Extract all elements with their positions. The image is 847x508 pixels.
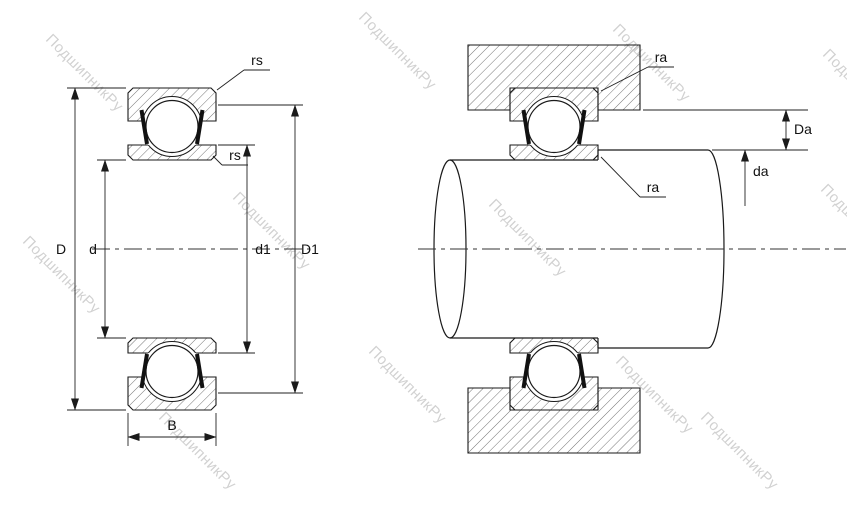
shield-icon: [521, 109, 531, 145]
shield-icon: [139, 109, 149, 145]
watermark: ПодшипникРу: [697, 409, 781, 493]
watermark: ПодшипникРу: [229, 189, 313, 273]
dimension-label-d: d: [89, 241, 97, 257]
watermark: ПодшипникРу: [355, 9, 439, 93]
dimension-label-da: da: [753, 163, 769, 179]
dimension-d: d: [89, 159, 126, 339]
shield-icon: [577, 109, 587, 145]
watermark: ПодшипникРу: [485, 196, 569, 280]
dimension-label-Da: Da: [794, 121, 812, 137]
left-view-bearing-section: D d d1 D1 B: [56, 52, 319, 446]
ball-top: [527, 99, 581, 154]
dimension-label-ra-shaft: ra: [647, 179, 660, 195]
dimension-label-D1: D1: [301, 241, 319, 257]
dimension-label-rs-inner: rs: [229, 147, 241, 163]
watermark-layer: ПодшипникРу ПодшипникРу ПодшипникРу Подш…: [19, 9, 847, 493]
dimension-label-ra-housing: ra: [655, 49, 668, 65]
right-view-mounted-bearing: Da da ra ra: [418, 44, 846, 454]
housing-bottom-section: [467, 387, 641, 454]
dimension-da: da: [741, 149, 769, 206]
shield-icon: [195, 109, 205, 145]
dimension-label-B: B: [167, 417, 176, 433]
shields: [521, 109, 587, 389]
shield-icon: [195, 353, 205, 389]
watermark: ПодшипникРу: [42, 31, 126, 115]
dimension-label-D: D: [56, 241, 66, 257]
watermark: ПодшипникРу: [817, 181, 847, 265]
shield-icon: [577, 353, 587, 389]
shield-icon: [521, 353, 531, 389]
callout-ra-housing: ra: [600, 49, 674, 92]
dimension-label-rs-outer: rs: [251, 52, 263, 68]
ball-bottom: [145, 344, 199, 399]
ball-top: [145, 99, 199, 154]
dimension-Da: Da: [643, 109, 812, 151]
dimension-d1: d1: [218, 144, 271, 354]
dimension-B: B: [127, 413, 217, 446]
dimension-label-d1: d1: [255, 241, 271, 257]
shield-icon: [139, 353, 149, 389]
ball-bottom: [527, 344, 581, 399]
callout-ra-shaft: ra: [600, 156, 666, 198]
callout-rs-outer: rs: [216, 52, 270, 91]
shields: [139, 109, 205, 389]
housing-top-section: [467, 44, 641, 111]
dimension-D1: D1: [218, 104, 319, 394]
dimension-D: D: [56, 87, 126, 411]
watermark: ПодшипникРу: [365, 343, 449, 427]
watermark: ПодшипникРу: [819, 46, 847, 130]
callout-rs-inner: rs: [212, 147, 248, 166]
